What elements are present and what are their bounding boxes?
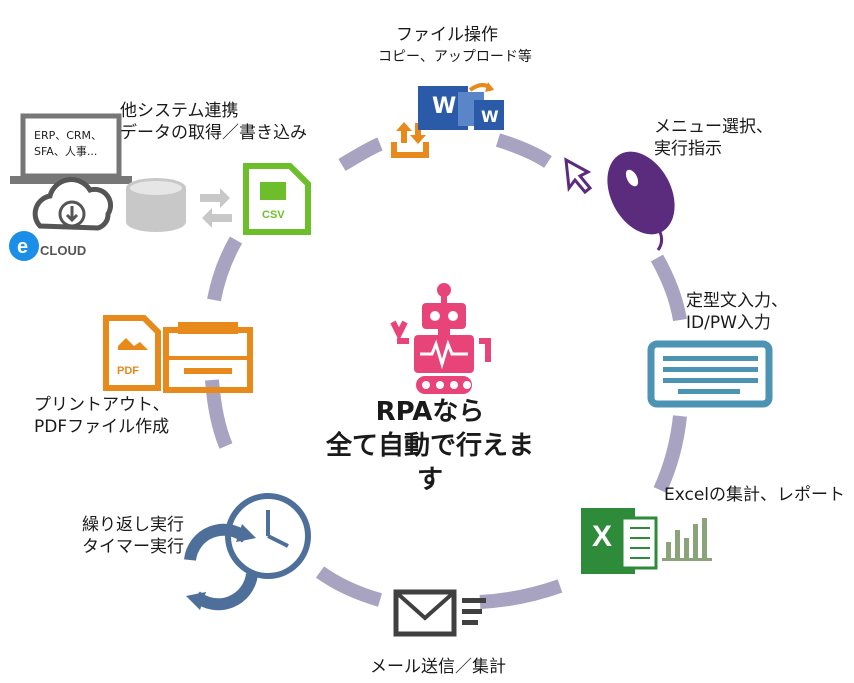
label-typing-line1: 定型文入力、	[686, 291, 788, 311]
center-caption-line1: RPAなら	[375, 397, 485, 427]
printer-icon	[163, 322, 253, 393]
word-files-icon	[418, 82, 504, 130]
sync-arrows-icon	[200, 188, 232, 228]
label-print-line1: プリントアウト、	[34, 395, 170, 415]
csv-file-icon	[243, 163, 311, 235]
center-caption: RPAなら 全て自動で行えます	[320, 395, 540, 497]
arc-segment	[338, 137, 383, 171]
refresh-arrow	[236, 524, 256, 542]
pdf-label: PDF	[117, 365, 139, 377]
csv-label: CSV	[262, 209, 285, 221]
database-icon	[126, 178, 186, 232]
excel-icon	[581, 508, 658, 574]
cloud-logo-text: CLOUD	[40, 243, 87, 258]
label-mail-line1: メール送信／集計	[370, 657, 506, 677]
label-timer-line2: タイマー実行	[82, 537, 184, 557]
word-letter: W	[432, 94, 457, 119]
label-timer: 繰り返し実行 タイマー実行	[82, 514, 184, 558]
refresh-arrow	[186, 592, 206, 610]
label-file-ops: ファイル操作 コピー、アップロード等	[378, 24, 550, 68]
label-mail: メール送信／集計	[370, 656, 506, 678]
label-file-ops-title: ファイル操作	[396, 25, 498, 45]
upload-icon	[391, 122, 429, 158]
ecloud-logo: e	[9, 231, 39, 261]
label-file-ops-sub: コピー、アップロード等	[378, 49, 532, 65]
laptop-screen-line2: SFA、人事...	[34, 145, 98, 158]
label-menu-select: メニュー選択、 実行指示	[654, 116, 773, 160]
mouse-icon	[564, 151, 675, 251]
label-timer-line1: 繰り返し実行	[82, 515, 184, 535]
keyboard-icon	[647, 340, 773, 408]
label-excel-line1: Excelの集計、レポート	[664, 485, 846, 505]
label-menu-select-line1: メニュー選択、	[654, 117, 773, 137]
svg-text:e: e	[17, 236, 28, 258]
mail-icon	[393, 589, 486, 637]
word-letter-small: W	[481, 107, 499, 126]
arc-segment	[650, 254, 687, 322]
arc-segment	[315, 566, 382, 607]
arc-segment	[479, 579, 563, 609]
label-system-line1: 他システム連携	[120, 101, 239, 121]
label-menu-select-line2: 実行指示	[654, 139, 722, 159]
bar-chart-icon	[662, 518, 712, 561]
label-excel: Excelの集計、レポート	[664, 484, 845, 506]
center-caption-line2: 全て自動で行えます	[325, 431, 534, 495]
arc-segment	[207, 236, 243, 302]
label-typing: 定型文入力、 ID/PW入力	[686, 290, 788, 334]
refresh-icon	[184, 523, 258, 611]
robot-icon	[390, 283, 491, 394]
pdf-file-icon	[103, 315, 161, 391]
label-print: プリントアウト、 PDFファイル作成	[34, 394, 170, 438]
laptop-screen-line1: ERP、CRM、	[34, 129, 103, 142]
cycle-ring	[205, 133, 687, 609]
cloud-icon	[32, 177, 114, 231]
arc-segment	[495, 133, 552, 168]
label-print-line2: PDFファイル作成	[34, 417, 170, 437]
label-system-line2: データの取得／書き込み	[120, 123, 307, 143]
arc-segment	[653, 415, 687, 493]
label-system: 他システム連携 データの取得／書き込み	[120, 100, 307, 144]
excel-letter: X	[592, 520, 613, 553]
label-typing-line2: ID/PW入力	[686, 313, 771, 333]
